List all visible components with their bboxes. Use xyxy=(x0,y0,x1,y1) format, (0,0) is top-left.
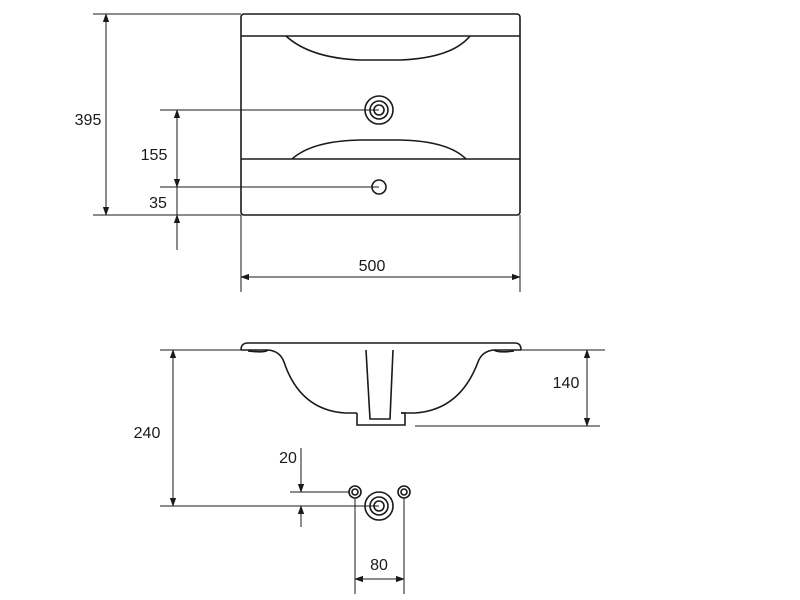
height-dimension-label: 395 xyxy=(75,112,102,129)
side-view: 240 140 20 80 xyxy=(134,342,605,594)
bowl-depth-dimension-label: 140 xyxy=(553,375,580,392)
drain-pipe xyxy=(365,349,394,420)
hole-spacing-dimension-label: 80 xyxy=(370,557,388,574)
overflow-dimension-label: 35 xyxy=(149,195,167,212)
hole-offset-dimension-label: 20 xyxy=(279,450,297,467)
width-dimension-label: 500 xyxy=(359,258,386,275)
bowl-bottom-curve xyxy=(291,139,467,160)
rim-top-edge xyxy=(240,342,522,351)
top-view: 395 155 35 500 xyxy=(75,13,521,292)
bowl-rim-curve xyxy=(285,35,471,61)
depth-dimension-label: 240 xyxy=(134,425,161,442)
sink-body-outline xyxy=(240,13,521,216)
mount-hole-left xyxy=(348,485,362,499)
tap-hole-bottom xyxy=(364,491,394,521)
mount-hole-right xyxy=(397,485,411,499)
tap-hole-dimension-label: 155 xyxy=(141,147,168,164)
bowl-profile xyxy=(241,349,521,414)
